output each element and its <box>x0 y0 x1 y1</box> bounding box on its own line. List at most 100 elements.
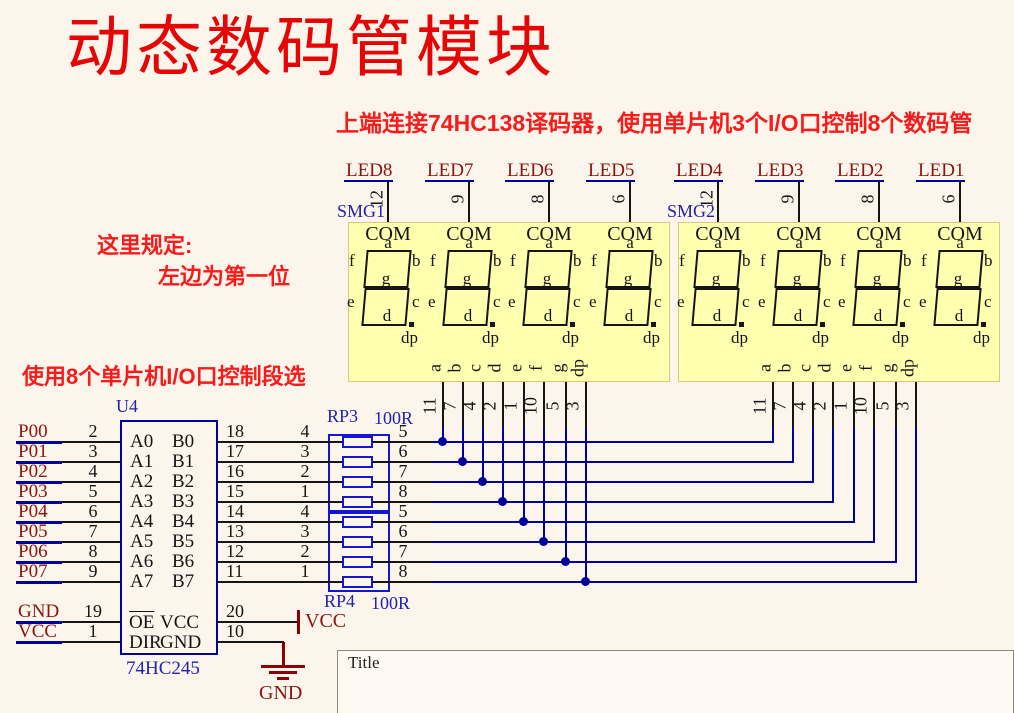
segment-wire-h <box>432 441 774 443</box>
pin-wire <box>218 561 328 563</box>
pin-number: 19 <box>84 601 102 621</box>
com-label: COM <box>695 223 741 245</box>
net-label-port[interactable]: P00 <box>18 421 48 442</box>
ic-ref-label[interactable]: U4 <box>116 396 138 416</box>
pin-name: B5 <box>172 531 195 552</box>
com-pin-wire <box>798 182 800 222</box>
pin-name: B2 <box>172 471 195 492</box>
pin-wire <box>62 481 120 483</box>
pin-number: 8 <box>88 541 98 561</box>
segment-pin-name: b <box>444 363 465 373</box>
ic-body[interactable] <box>120 420 218 655</box>
rp-ref-label[interactable]: RP4 <box>324 591 356 611</box>
display-body[interactable] <box>348 222 670 382</box>
net-label-led[interactable]: LED7 <box>427 160 474 181</box>
segment-wire-h <box>432 481 814 483</box>
net-label-underline <box>674 180 723 182</box>
net-label-led[interactable]: LED2 <box>837 160 884 181</box>
net-label-led[interactable]: LED5 <box>588 160 635 181</box>
pin-name: GND <box>160 632 202 653</box>
ground-symbol-icon <box>269 671 297 674</box>
segment-label: a <box>545 233 553 252</box>
net-label-led[interactable]: LED6 <box>507 160 554 181</box>
segment-pin-stub <box>523 382 525 428</box>
segment-label: c <box>984 292 992 311</box>
net-label-led[interactable]: LED1 <box>918 160 965 181</box>
pin-number: 5 <box>398 501 408 521</box>
title-block[interactable]: Title <box>337 650 1014 713</box>
segment-label: g <box>623 269 633 288</box>
rp-ref-label[interactable]: RP3 <box>327 406 359 426</box>
segment-label: f <box>921 251 927 270</box>
segment-wire-h <box>432 521 855 523</box>
segment-pin-stub <box>482 382 484 428</box>
note-rule-line1: 这里规定: <box>97 233 193 258</box>
segment-wire-v <box>442 428 444 442</box>
resistor-icon <box>342 476 373 488</box>
segment-pin-stub <box>565 382 567 428</box>
pin-name: A1 <box>130 451 154 472</box>
net-label-led[interactable]: LED8 <box>346 160 393 181</box>
segment-label: b <box>903 251 912 270</box>
dp-dot <box>981 322 986 327</box>
segment-pin-name: g <box>547 363 568 373</box>
pin-number: 4 <box>459 401 480 411</box>
segment-label: f <box>679 251 685 270</box>
net-label-port[interactable]: P07 <box>18 561 48 582</box>
segment-pin-stub <box>502 382 504 428</box>
segment-label: b <box>654 251 663 270</box>
resistor-pack-body[interactable] <box>328 512 390 592</box>
net-label-led[interactable]: LED3 <box>757 160 804 181</box>
pin-number: 5 <box>542 401 563 411</box>
note-rule-line2: 左边为第一位 <box>158 264 291 289</box>
segment-label: c <box>573 292 581 311</box>
net-label-led[interactable]: LED4 <box>676 160 723 181</box>
net-label-port[interactable]: P02 <box>18 461 48 482</box>
display-ref-label[interactable]: SMG1 <box>337 201 386 221</box>
net-label-power[interactable]: VCC <box>18 621 58 642</box>
pin-wire <box>62 521 120 523</box>
segment-label: e <box>508 292 516 311</box>
pin-number: 6 <box>608 194 629 204</box>
com-pin-wire <box>878 182 880 222</box>
net-label-underline <box>16 501 62 504</box>
segment-pin-stub <box>462 382 464 428</box>
pin-number: 13 <box>226 521 244 541</box>
resistor-icon <box>342 536 373 548</box>
com-label: COM <box>937 223 983 245</box>
net-label-port[interactable]: P04 <box>18 501 48 522</box>
net-label-power[interactable]: GND <box>18 601 60 622</box>
page-title: 动态数码管模块 <box>66 12 556 85</box>
net-label-underline <box>16 641 62 644</box>
segment-label: f <box>760 251 766 270</box>
pin-number: 7 <box>398 461 408 481</box>
segment-label: e <box>919 292 927 311</box>
pin-number: 2 <box>300 541 310 561</box>
net-label-port[interactable]: P05 <box>18 521 48 542</box>
segment-wire-h <box>432 461 794 463</box>
dp-dot <box>900 322 905 327</box>
display-body[interactable] <box>678 222 1000 382</box>
segment-pin-stub <box>772 382 774 428</box>
dp-dot <box>739 322 744 327</box>
segment-label: dp <box>482 328 499 347</box>
net-label-port[interactable]: P01 <box>18 441 48 462</box>
segment-label: g <box>381 269 391 288</box>
net-label-port[interactable]: P06 <box>18 541 48 562</box>
net-label-port[interactable]: P03 <box>18 481 48 502</box>
pin-wire <box>218 641 284 643</box>
resistor-pack-body[interactable] <box>328 434 390 512</box>
display-ref-label[interactable]: SMG2 <box>667 201 716 221</box>
rp-right-stub <box>390 541 432 543</box>
pin-number: 6 <box>938 194 959 204</box>
pin-number: 2 <box>809 401 830 411</box>
